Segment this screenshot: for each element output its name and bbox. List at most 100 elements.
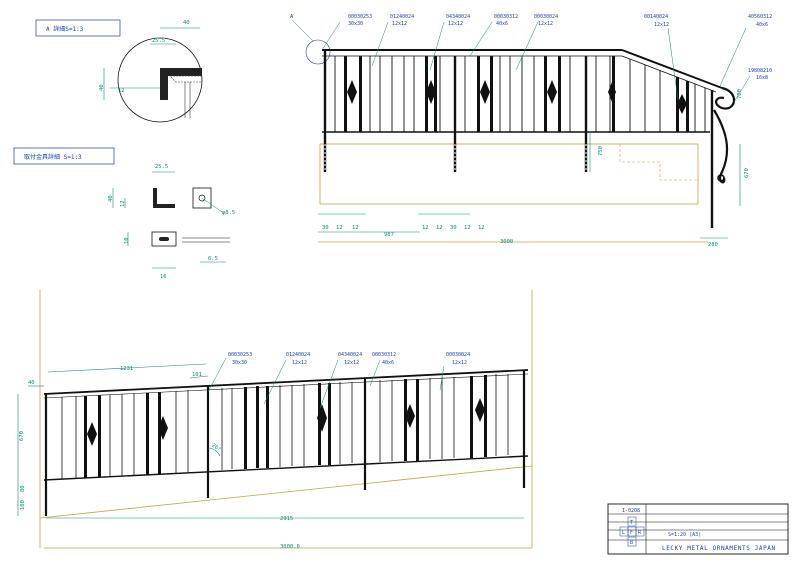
detail-a-dim-bottom: 12 <box>118 88 125 94</box>
elevation-step-outline <box>619 144 698 181</box>
perspective-sub-rail <box>43 373 529 399</box>
elevation-dim-overall: 3000 <box>500 239 513 245</box>
part-code: 04340024 <box>338 352 362 358</box>
elevation-dim-pitch2: 12 <box>464 225 471 231</box>
part-size: 12x12 <box>344 360 359 366</box>
view-top: T <box>630 520 633 526</box>
elevation-sub-rail-slope <box>621 55 717 93</box>
mount-bolt-hole <box>198 194 206 202</box>
elevation-view: A <box>290 14 772 248</box>
part-code: 00030312 <box>372 352 396 358</box>
part-code: 00030312 <box>494 14 518 20</box>
mount-angle-side <box>153 188 175 208</box>
title-block: I-0208 T L F R B S=1:20 (A3) LECKY METAL… <box>607 503 789 555</box>
part-code: 40560312 <box>748 14 772 20</box>
view-right: R <box>638 530 642 536</box>
mount-dim-bottom: 16 <box>160 274 167 280</box>
view-bottom: B <box>630 540 633 546</box>
perspective-dim-span1: 1231 <box>120 366 133 372</box>
mount-plate-front <box>192 187 212 209</box>
company-name: LECKY METAL ORNAMENTS JAPAN <box>662 545 776 552</box>
view-front: F <box>630 530 633 536</box>
elevation-dim-span-left: 987 <box>384 232 394 238</box>
perspective-dim-overall: 3000.0 <box>280 544 300 550</box>
detail-a-title: A 詳細S=1:3 <box>46 25 84 33</box>
section-marker-a: A <box>290 14 294 20</box>
part-size: 40x6 <box>382 360 394 366</box>
elevation-dim-height: 750 <box>598 146 604 156</box>
part-code: 04340024 <box>446 14 470 20</box>
part-size: 40x6 <box>756 22 768 28</box>
elevation-dim-pitch: 12 <box>352 225 359 231</box>
perspective-ornament-bars <box>84 375 487 478</box>
mount-dim-left: 40 <box>108 195 114 202</box>
part-code: 00030253 <box>348 14 372 20</box>
elevation-ornament-bars <box>344 56 689 132</box>
elevation-part-labels: 00030253 30x30 01240024 12x12 04340024 1… <box>321 14 772 103</box>
mount-detail: 取付金具詳細 S=1:3 25.5 40 12 φ8.5 10 6.5 16 <box>13 147 235 280</box>
perspective-dim-inner: 2915 <box>280 516 293 522</box>
elevation-dim-pitch2: 12 <box>422 225 429 231</box>
part-size: 12x12 <box>452 360 467 366</box>
part-size: 40x6 <box>496 21 508 27</box>
elevation-scroll-bottom <box>713 109 729 184</box>
elevation-dimensions: 30 12 12 987 12 12 30 12 12 3000 280 750… <box>318 89 750 248</box>
perspective-dimensions: 40 1231 101 670 80 100 26° 2915 3000.0 <box>17 363 524 550</box>
part-size: 12x12 <box>538 21 553 27</box>
detail-a-title-box <box>35 19 121 37</box>
section-marker-leader <box>291 19 315 43</box>
view-left: L <box>622 530 625 536</box>
perspective-top-rail <box>43 369 529 395</box>
perspective-view: 00030253 30x30 01240024 12x12 04340024 1… <box>17 290 533 550</box>
perspective-part-labels: 00030253 30x30 01240024 12x12 04340024 1… <box>207 352 470 409</box>
part-code: 00030024 <box>446 352 470 358</box>
elevation-dim-tail: 280 <box>708 242 718 248</box>
part-size: 12x12 <box>448 21 463 27</box>
mount-dim-right: 6.5 <box>208 256 218 262</box>
part-code: 00030253 <box>228 352 252 358</box>
part-code: 01240024 <box>286 352 310 358</box>
detail-a: A 詳細S=1:3 40 25.5 40 12 <box>35 19 203 123</box>
mount-dim-left3: 10 <box>124 237 130 244</box>
part-size: 12x12 <box>654 22 669 28</box>
part-size: 30x30 <box>348 21 363 27</box>
mount-detail-title-box <box>13 147 115 165</box>
mount-dim-top: 25.5 <box>155 164 168 170</box>
elevation-dim-pitch: 30 <box>322 225 329 231</box>
elevation-top-rail-slope <box>621 49 723 89</box>
mount-slot <box>159 237 169 241</box>
elevation-bars <box>334 56 706 132</box>
detail-a-weld <box>169 75 203 83</box>
detail-a-dim-top: 40 <box>183 20 190 26</box>
elevation-dim-pitch2: 12 <box>478 225 485 231</box>
perspective-dim-angle: 26° <box>210 443 222 454</box>
perspective-dim-base1: 80 <box>20 485 26 492</box>
mount-plate-plan <box>151 231 177 247</box>
scale-note: S=1:20 (A3) <box>668 532 701 538</box>
detail-a-rail-section <box>160 68 202 100</box>
part-code: 01240024 <box>390 14 414 20</box>
elevation-dim-pitch2: 12 <box>436 225 443 231</box>
elevation-dim-pitch2: 30 <box>450 225 457 231</box>
elevation-dim-pitch: 12 <box>336 225 343 231</box>
part-size: 12x12 <box>392 21 407 27</box>
part-size: 12x12 <box>292 360 307 366</box>
detail-a-dim-mid: 25.5 <box>152 38 165 44</box>
mount-leader <box>201 197 223 213</box>
perspective-base-line <box>39 465 533 519</box>
mount-detail-title: 取付金具詳細 S=1:3 <box>24 153 82 161</box>
perspective-bars <box>61 374 509 479</box>
drawing-number: I-0208 <box>622 508 640 514</box>
perspective-dim-gap: 101 <box>192 372 202 378</box>
elevation-scroll-end <box>717 174 725 182</box>
part-size: 30x30 <box>232 360 247 366</box>
perspective-dim-height: 670 <box>19 431 25 441</box>
elevation-dim-rise: 700 <box>737 89 743 99</box>
part-size: 16x8 <box>756 75 768 81</box>
detail-a-dim-left: 40 <box>99 84 105 91</box>
part-code: 19808210 <box>748 68 772 74</box>
elevation-ground-frame <box>319 143 699 205</box>
perspective-dim-base2: 100 <box>20 500 26 510</box>
mount-dim-phi: φ8.5 <box>222 210 235 216</box>
